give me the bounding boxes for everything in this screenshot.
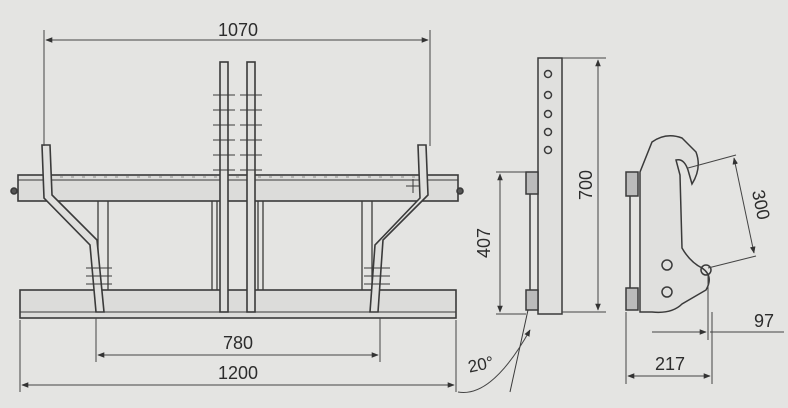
left-bent-arm [41,144,112,313]
top-rail [10,174,464,202]
dim-line-hook-length [732,157,756,254]
mount-bracket [525,171,539,311]
dim-inner-span: 780 [223,333,253,353]
hook-view [625,135,712,314]
mount-plate [537,57,563,315]
hook-dimensions [625,154,784,384]
front-dimensions [19,30,457,392]
right-bent-arm [364,144,429,313]
support-posts [97,201,373,292]
dim-pin-offset: 97 [754,311,774,331]
hook-pin [700,264,712,276]
side-dimensions [457,57,606,393]
dim-overall-width: 1070 [218,20,258,40]
bottom-beam [19,289,457,319]
front-view [10,61,464,319]
dim-mount-height: 407 [474,228,494,258]
dim-base-width: 1200 [218,363,258,383]
hook-bracket [639,135,710,314]
dim-tilt-angle: 20° [466,353,495,377]
dim-hook-length: 300 [748,188,774,222]
side-view [509,57,563,393]
dim-bracket-depth: 217 [655,354,685,374]
angle-arc [457,329,531,393]
dim-plate-height: 700 [576,170,596,200]
center-tines [213,61,262,313]
